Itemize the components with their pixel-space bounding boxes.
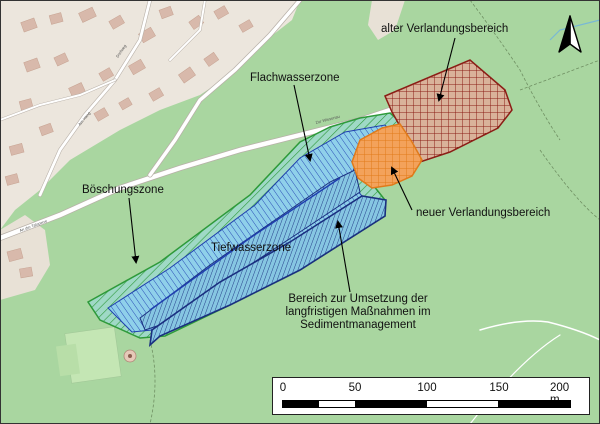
arrow-shallow-water (293, 84, 313, 162)
scale-bar: 0 50 100 150 200 m (272, 377, 590, 415)
label-deep-water: Tiefwasserzone (211, 242, 292, 254)
scale-tick-2: 100 (417, 382, 437, 394)
north-arrow-icon (557, 14, 583, 61)
arrow-sediment-management (335, 220, 351, 293)
scale-tick-1: 50 (348, 382, 362, 394)
label-old-sedimentation: alter Verlandungsbereich (381, 23, 509, 35)
svg-text:Zur Wiesenau: Zur Wiesenau (315, 114, 340, 125)
annotation-arrows (128, 37, 456, 293)
new-sedimentation-area (351, 123, 423, 189)
scale-tick-0: 0 (279, 382, 287, 394)
scale-tick-3: 150 (489, 382, 509, 394)
forest-paths (149, 0, 600, 424)
label-new-sedimentation: neuer Verlandungsbereich (416, 207, 551, 219)
old-sedimentation-area (384, 59, 513, 163)
arrow-old-sedimentation (436, 37, 456, 102)
buildings (4, 5, 254, 279)
label-sediment-management-line2: langfristigen Maßnahmen im (285, 306, 431, 318)
clearing (368, 0, 405, 40)
settlement-area (0, 0, 300, 230)
scale-bar-segments (282, 400, 571, 408)
sediment-management-area (148, 195, 387, 348)
label-sediment-management: Bereich zur Umsetzung der langfristigen … (275, 293, 441, 332)
label-sediment-management-line1: Bereich zur Umsetzung der (288, 293, 428, 305)
label-sediment-management-line3: Sedimentmanagement (300, 319, 416, 331)
label-shallow-water: Flachwasserzone (250, 72, 340, 84)
arrow-embankment (128, 197, 140, 264)
label-embankment: Böschungszone (82, 184, 164, 196)
arrow-new-sedimentation (390, 166, 413, 211)
stream (549, 19, 600, 41)
